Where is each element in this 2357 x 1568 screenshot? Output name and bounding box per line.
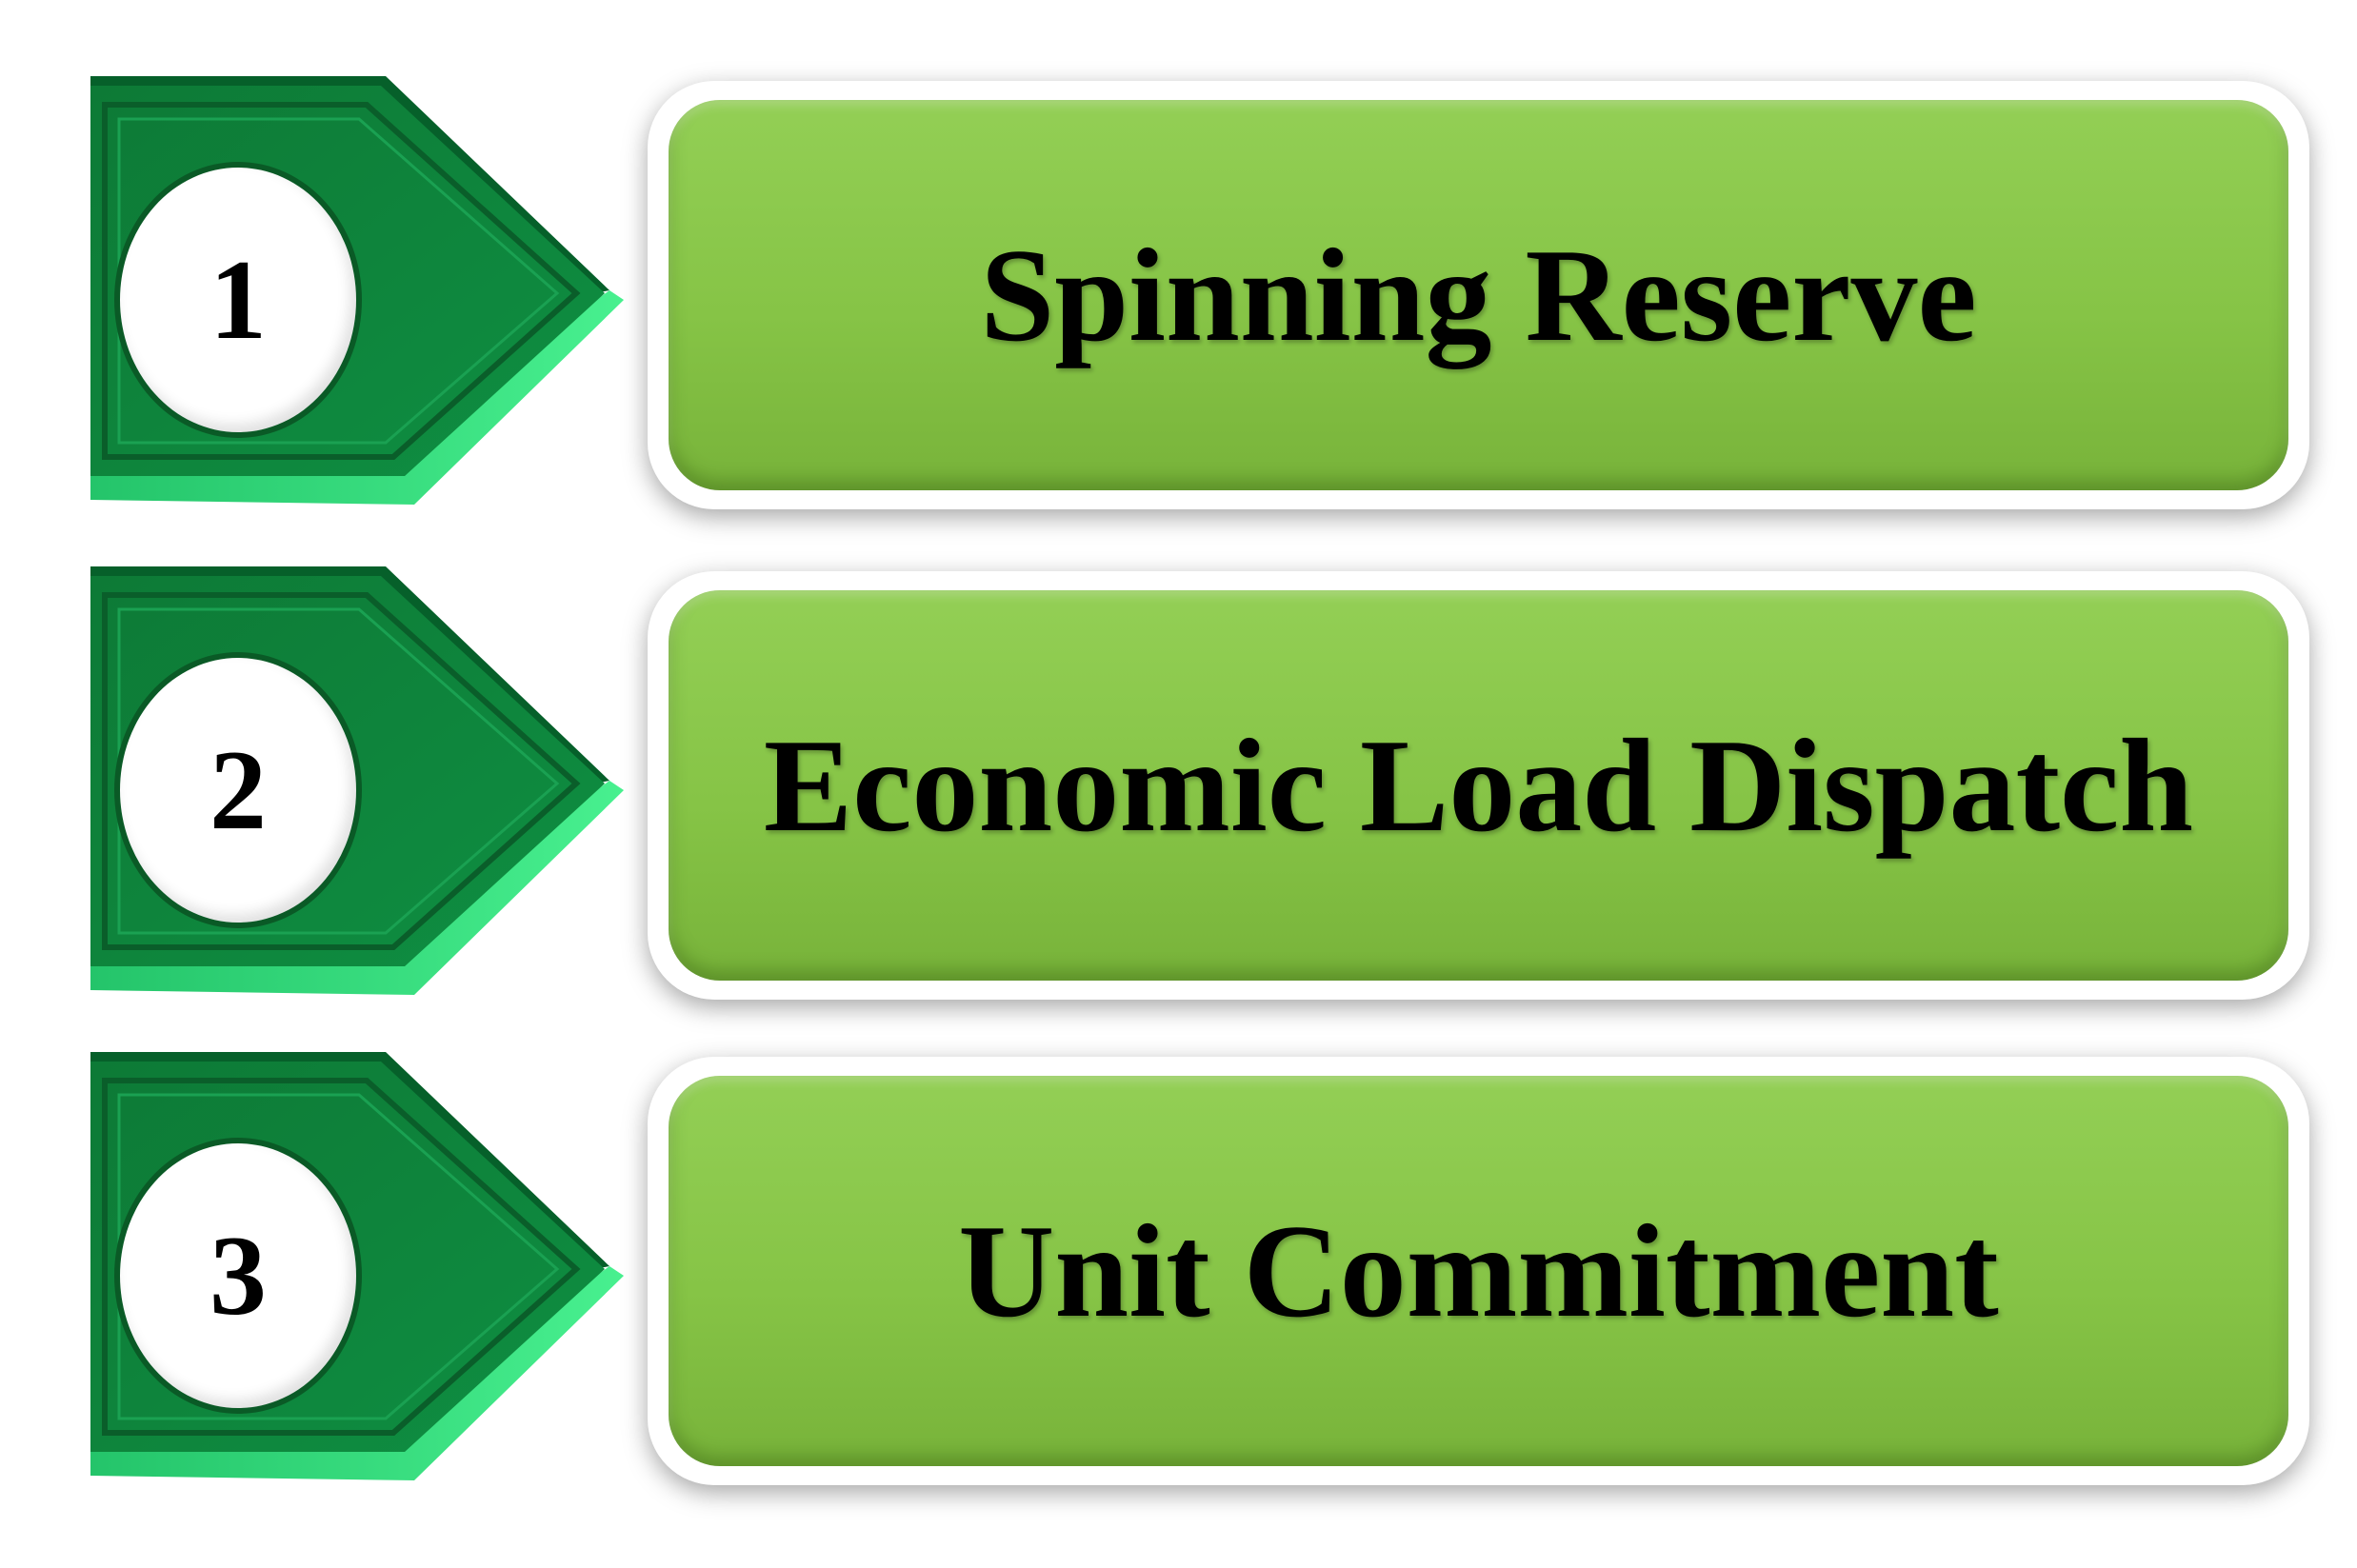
step-label-frame-2: Economic Load Dispatch bbox=[648, 571, 2309, 1000]
step-label-1: Spinning Reserve bbox=[980, 221, 1977, 369]
step-number-circle-3: 3 bbox=[114, 1138, 362, 1414]
step-row-2: 2 Economic Load Dispatch bbox=[0, 566, 2357, 1023]
step-label-box-1: Spinning Reserve bbox=[669, 100, 2288, 490]
step-label-frame-3: Unit Commitment bbox=[648, 1057, 2309, 1485]
step-label-3: Unit Commitment bbox=[958, 1197, 1999, 1345]
step-number-circle-1: 1 bbox=[114, 162, 362, 438]
step-label-frame-1: Spinning Reserve bbox=[648, 81, 2309, 509]
step-label-2: Economic Load Dispatch bbox=[763, 711, 2194, 860]
step-row-1: 1 Spinning Reserve bbox=[0, 76, 2357, 533]
step-number-1: 1 bbox=[210, 236, 267, 363]
step-row-3: 3 Unit Commitment bbox=[0, 1052, 2357, 1509]
step-number-2: 2 bbox=[210, 726, 267, 853]
step-number-circle-2: 2 bbox=[114, 652, 362, 928]
step-label-box-3: Unit Commitment bbox=[669, 1076, 2288, 1466]
step-number-3: 3 bbox=[210, 1212, 267, 1339]
step-label-box-2: Economic Load Dispatch bbox=[669, 590, 2288, 981]
